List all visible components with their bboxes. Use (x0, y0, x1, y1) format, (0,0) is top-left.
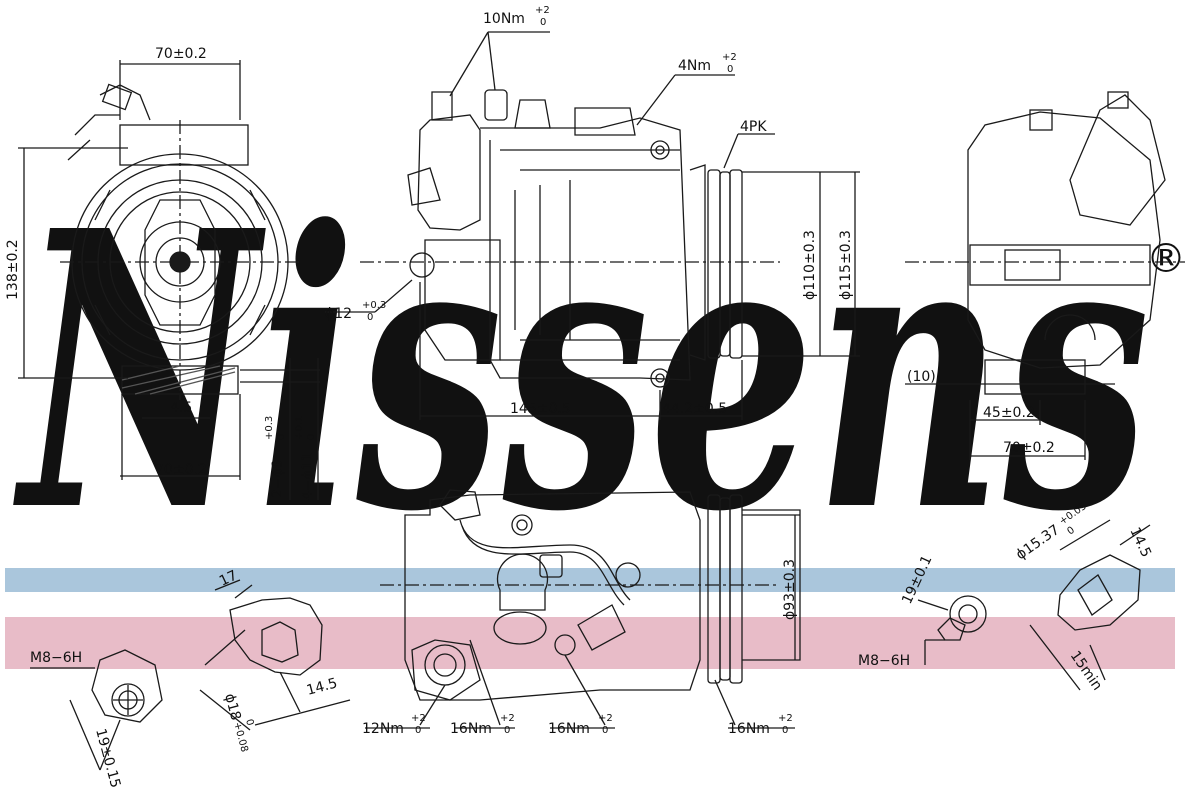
dim-phi15-37-tol-lo: 0 (1065, 525, 1077, 538)
dim-phi115: ϕ115±0.3 (838, 230, 854, 300)
watermark-band-blue (5, 568, 1175, 592)
thread-left: M8−6H (30, 650, 82, 666)
dim-138: 138±0.2 (5, 239, 21, 300)
torque-12-tol: +2 (411, 713, 426, 724)
dim-phi93: ϕ93±0.3 (782, 559, 798, 620)
thread-right: M8−6H (858, 653, 910, 669)
belt-label: 4PK (740, 119, 767, 135)
dim-phi18-tol-lo: 0 (243, 718, 255, 727)
torque-right-tol-lo: 0 (727, 64, 733, 75)
dim-hole-11: 4−ϕ11 (300, 452, 316, 500)
torque-right: 4Nm (678, 58, 711, 74)
torque-top: 10Nm (483, 11, 525, 27)
fitting-detail-center (199, 579, 351, 731)
torque-12-tol-lo: 0 (415, 725, 421, 736)
watermark-band-pink (5, 617, 1175, 669)
front-view (18, 60, 320, 500)
dim-hole-11-tol-lo: 0 (306, 434, 317, 440)
torque-16a-tol-lo: 0 (504, 725, 510, 736)
torque-right-tol: +2 (722, 52, 737, 63)
dim-145: 145±0.5 (510, 401, 571, 417)
dim-phi12-tol: +0.3 (362, 300, 386, 311)
bottom-view (365, 489, 801, 729)
torque-top-tol-lo: 0 (540, 17, 546, 28)
torque-top-tol: +2 (535, 5, 550, 16)
dim-17: 17 (217, 568, 240, 590)
watermark: Nissens ® (5, 148, 1186, 669)
rear-view (905, 91, 1185, 460)
torque-16b: 16Nm (548, 721, 590, 737)
dim-phi18: ϕ18 (221, 692, 243, 722)
dim-phi110: ϕ110±0.3 (802, 230, 818, 300)
dim-hole-11-tol: +0.1 (294, 416, 305, 440)
line-art (18, 31, 1185, 771)
side-view (325, 31, 860, 420)
torque-16b-tol-lo: 0 (602, 725, 608, 736)
dim-14-5-small: 14.5 (305, 675, 339, 699)
watermark-registered: ® (1146, 236, 1186, 282)
watermark-brand: Nissens (12, 148, 1150, 595)
dim-19-left: 19±0.15 (92, 727, 123, 790)
dim-hole-9-tol: +0.3 (264, 416, 275, 440)
dim-4-5: 4.5 (170, 400, 192, 416)
dim-70-top: 70±0.2 (155, 46, 207, 62)
torque-16c-tol: +2 (778, 713, 793, 724)
torque-16c-tol-lo: 0 (782, 725, 788, 736)
torque-16b-tol: +2 (598, 713, 613, 724)
torque-16a-tol: +2 (500, 713, 515, 724)
dim-70-right: 70±0.2 (1003, 440, 1055, 456)
dim-phi12-tol-lo: 0 (367, 312, 373, 323)
dim-45-right: 45±0.2 (983, 405, 1035, 421)
dim-44-2: 44.2±0.5 (662, 401, 727, 417)
dim-hole-9-tol-lo: 0 (276, 434, 287, 440)
dim-10: (10) (907, 369, 936, 385)
torque-16a: 16Nm (450, 721, 492, 737)
dim-70-bottom: 70±0.2 (155, 462, 207, 478)
fitting-detail-left (30, 649, 163, 771)
dim-phi12: ϕ12 (325, 306, 352, 322)
torque-16c: 16Nm (728, 721, 770, 737)
fitting-detail-right (917, 519, 1151, 691)
dim-hole-9: 2−ϕ9 (270, 459, 286, 498)
torque-12: 12Nm (362, 721, 404, 737)
